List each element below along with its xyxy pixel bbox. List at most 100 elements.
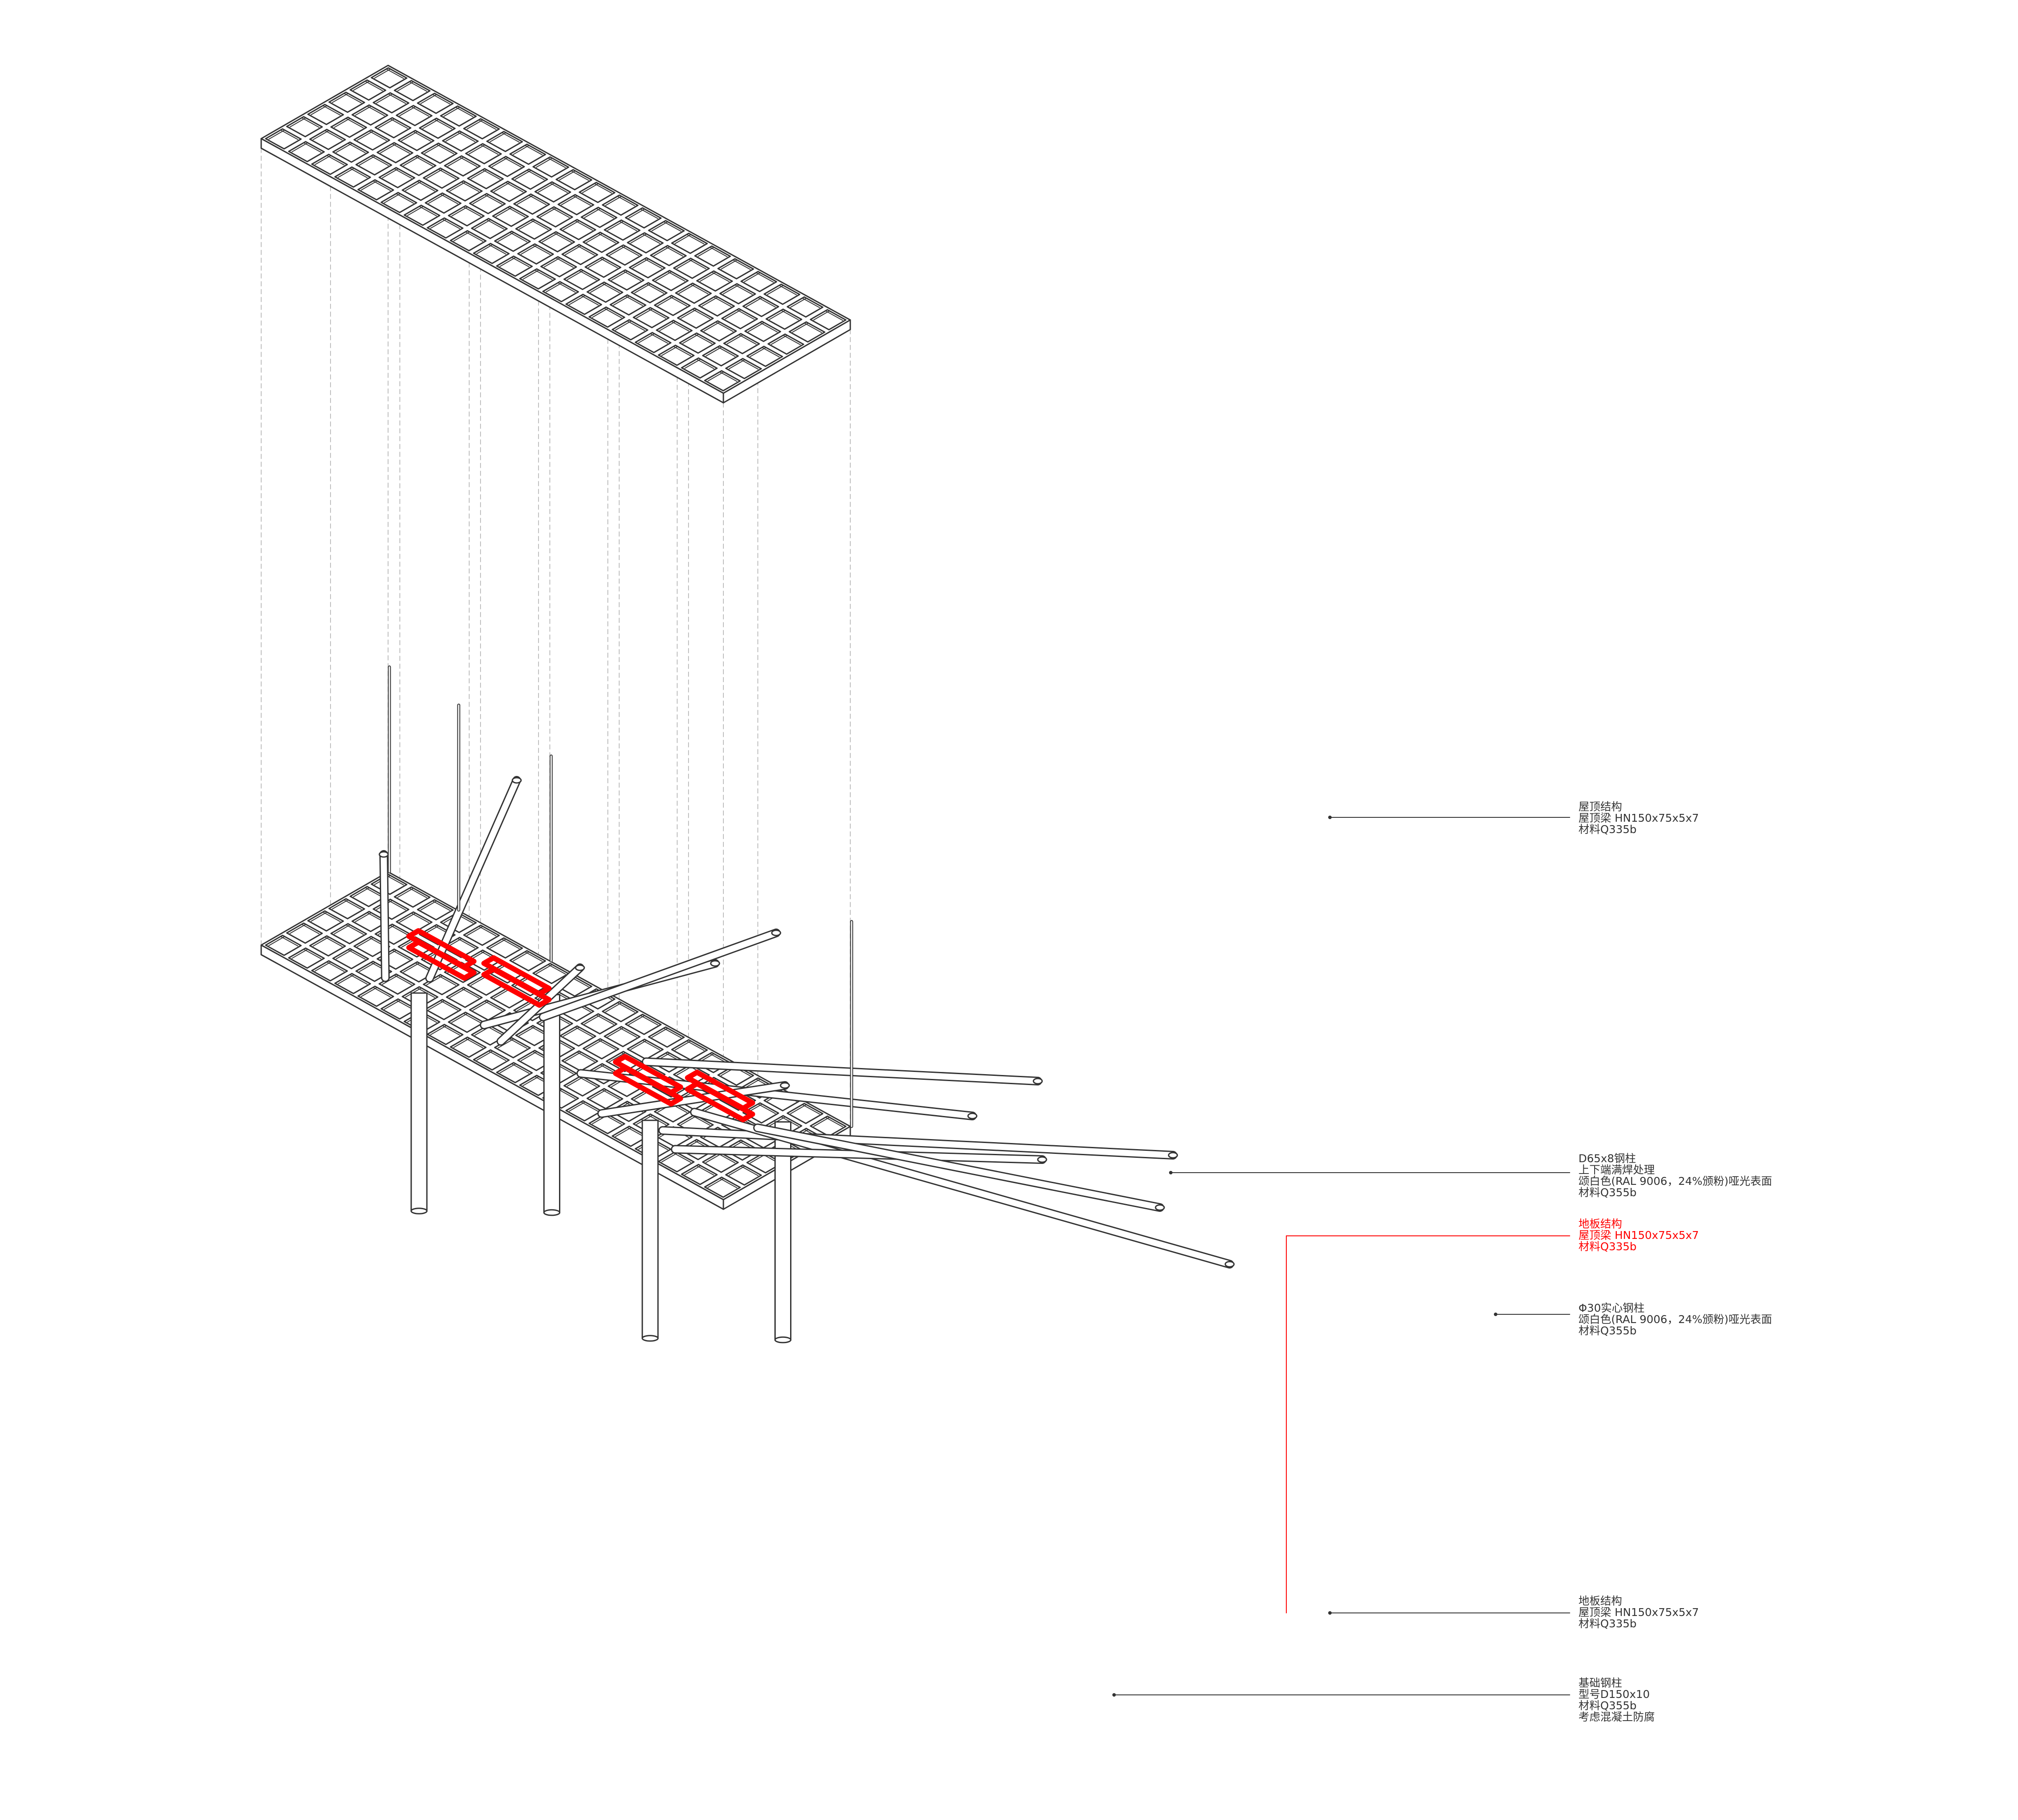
annotation-floor-highlight: 地板结构 屋顶梁 HN150x75x5x7 材料Q335b (1578, 1218, 1971, 1252)
cell-bevel (630, 1040, 647, 1050)
grid-cell (532, 963, 569, 984)
cell-bevel (357, 937, 374, 947)
cell-bevel (592, 308, 609, 318)
cell-bevel (657, 296, 674, 306)
cell-bevel (802, 1104, 820, 1115)
grid-cell (634, 332, 672, 354)
grid-cell (648, 1026, 685, 1048)
slanted-column (691, 1109, 1233, 1267)
cell-bevel (291, 142, 308, 153)
grid-cell (307, 910, 344, 932)
annotation-leader-lines (1112, 816, 1570, 1697)
cell-bevel (698, 247, 715, 257)
cell-bevel (552, 208, 570, 218)
cell-bevel (432, 94, 450, 105)
slanted-column (672, 1146, 1045, 1163)
grid-cell (417, 899, 454, 921)
cell-bevel (336, 143, 353, 153)
cell-bevel (723, 284, 740, 295)
grid-cell (463, 118, 500, 139)
cell-bevel (717, 346, 736, 357)
red-beam-flange (685, 1081, 755, 1123)
cell-bevel (740, 1166, 759, 1176)
cell-bevel (498, 232, 515, 242)
annotation-line: 颂白色(RAL 9006，24%颁粉)哑光表面 (1578, 1175, 1773, 1187)
column-cap (1155, 1204, 1165, 1211)
grid-cell (719, 283, 756, 305)
grid-cell (627, 232, 664, 254)
grid-cell (700, 320, 737, 342)
cell-bevel (443, 106, 460, 117)
foundation-column (641, 1119, 659, 1339)
cell-bevel (659, 321, 676, 331)
cell-bevel (760, 322, 778, 333)
column-cap (1033, 1078, 1043, 1085)
cell-bevel (490, 939, 507, 949)
cell-bevel (386, 68, 404, 79)
grid-cell (395, 105, 433, 126)
cell-bevel (783, 335, 801, 345)
cell-bevel (419, 206, 437, 217)
cell-bevel (586, 1039, 603, 1050)
foundation-column-end (543, 1209, 560, 1216)
cell-bevel (740, 359, 759, 370)
cell-bevel (559, 170, 576, 180)
grid-cell (311, 153, 348, 175)
cell-bevel (324, 130, 343, 141)
cell-bevel (313, 130, 330, 140)
grid-cell (532, 156, 569, 178)
annotation-line: 材料Q335b (1578, 823, 1637, 836)
cell-bevel (600, 258, 618, 269)
grid-cell (509, 143, 546, 165)
cell-bevel (548, 157, 566, 168)
cell-bevel (576, 245, 595, 256)
cell-bevel (702, 296, 719, 307)
cell-bevel (399, 106, 416, 116)
cell-bevel (457, 938, 476, 949)
cell-bevel (699, 272, 716, 282)
cell-bevel (588, 258, 605, 268)
cell-bevel (420, 94, 437, 104)
cell-bevel (690, 284, 709, 295)
cell-bevel (530, 220, 549, 230)
cell-bevel (430, 218, 447, 229)
grid-cell (328, 898, 365, 919)
cell-bevel (757, 1103, 776, 1114)
grid-cell (398, 129, 435, 151)
cell-bevel (336, 949, 353, 959)
cell-bevel (680, 309, 697, 319)
cell-bevel (726, 334, 743, 344)
cell-bevel (579, 1076, 597, 1087)
grid-cell (402, 180, 439, 201)
foundation-column-end (774, 1336, 791, 1344)
cell-bevel (569, 1101, 586, 1112)
cell-bevel (376, 93, 393, 104)
cell-bevel (688, 259, 707, 269)
cell-bevel (428, 194, 445, 204)
annotation-foundation: 基础钢柱 型号D150x10 材料Q355b 考虑混凝土防腐 (1578, 1677, 1971, 1723)
grid-cell (419, 117, 456, 139)
grid-cell (584, 256, 621, 278)
red-beam-flange (481, 966, 552, 1008)
grid-cell (538, 231, 575, 252)
grid-cell (704, 370, 741, 391)
cell-bevel (663, 221, 682, 232)
cell-bevel (468, 144, 485, 155)
grid-cell (421, 143, 458, 164)
cell-bevel (499, 1063, 516, 1074)
grid-cell (717, 1065, 754, 1086)
cell-bevel (357, 130, 374, 141)
grid-cell (542, 281, 579, 303)
cell-bevel (634, 283, 651, 294)
red-highlight-beams (406, 928, 755, 1123)
grid-cell (694, 245, 731, 267)
annotation-line: 材料Q355b (1578, 1186, 1637, 1199)
cell-bevel (484, 194, 503, 205)
cell-bevel (438, 975, 457, 986)
grid-cell (580, 1013, 617, 1034)
annotation-line: 屋顶梁 HN150x75x5x7 (1578, 1606, 1699, 1619)
cell-bevel (615, 320, 632, 331)
grid-cell (417, 92, 454, 114)
grid-cell (376, 142, 413, 163)
cell-bevel (545, 282, 562, 293)
